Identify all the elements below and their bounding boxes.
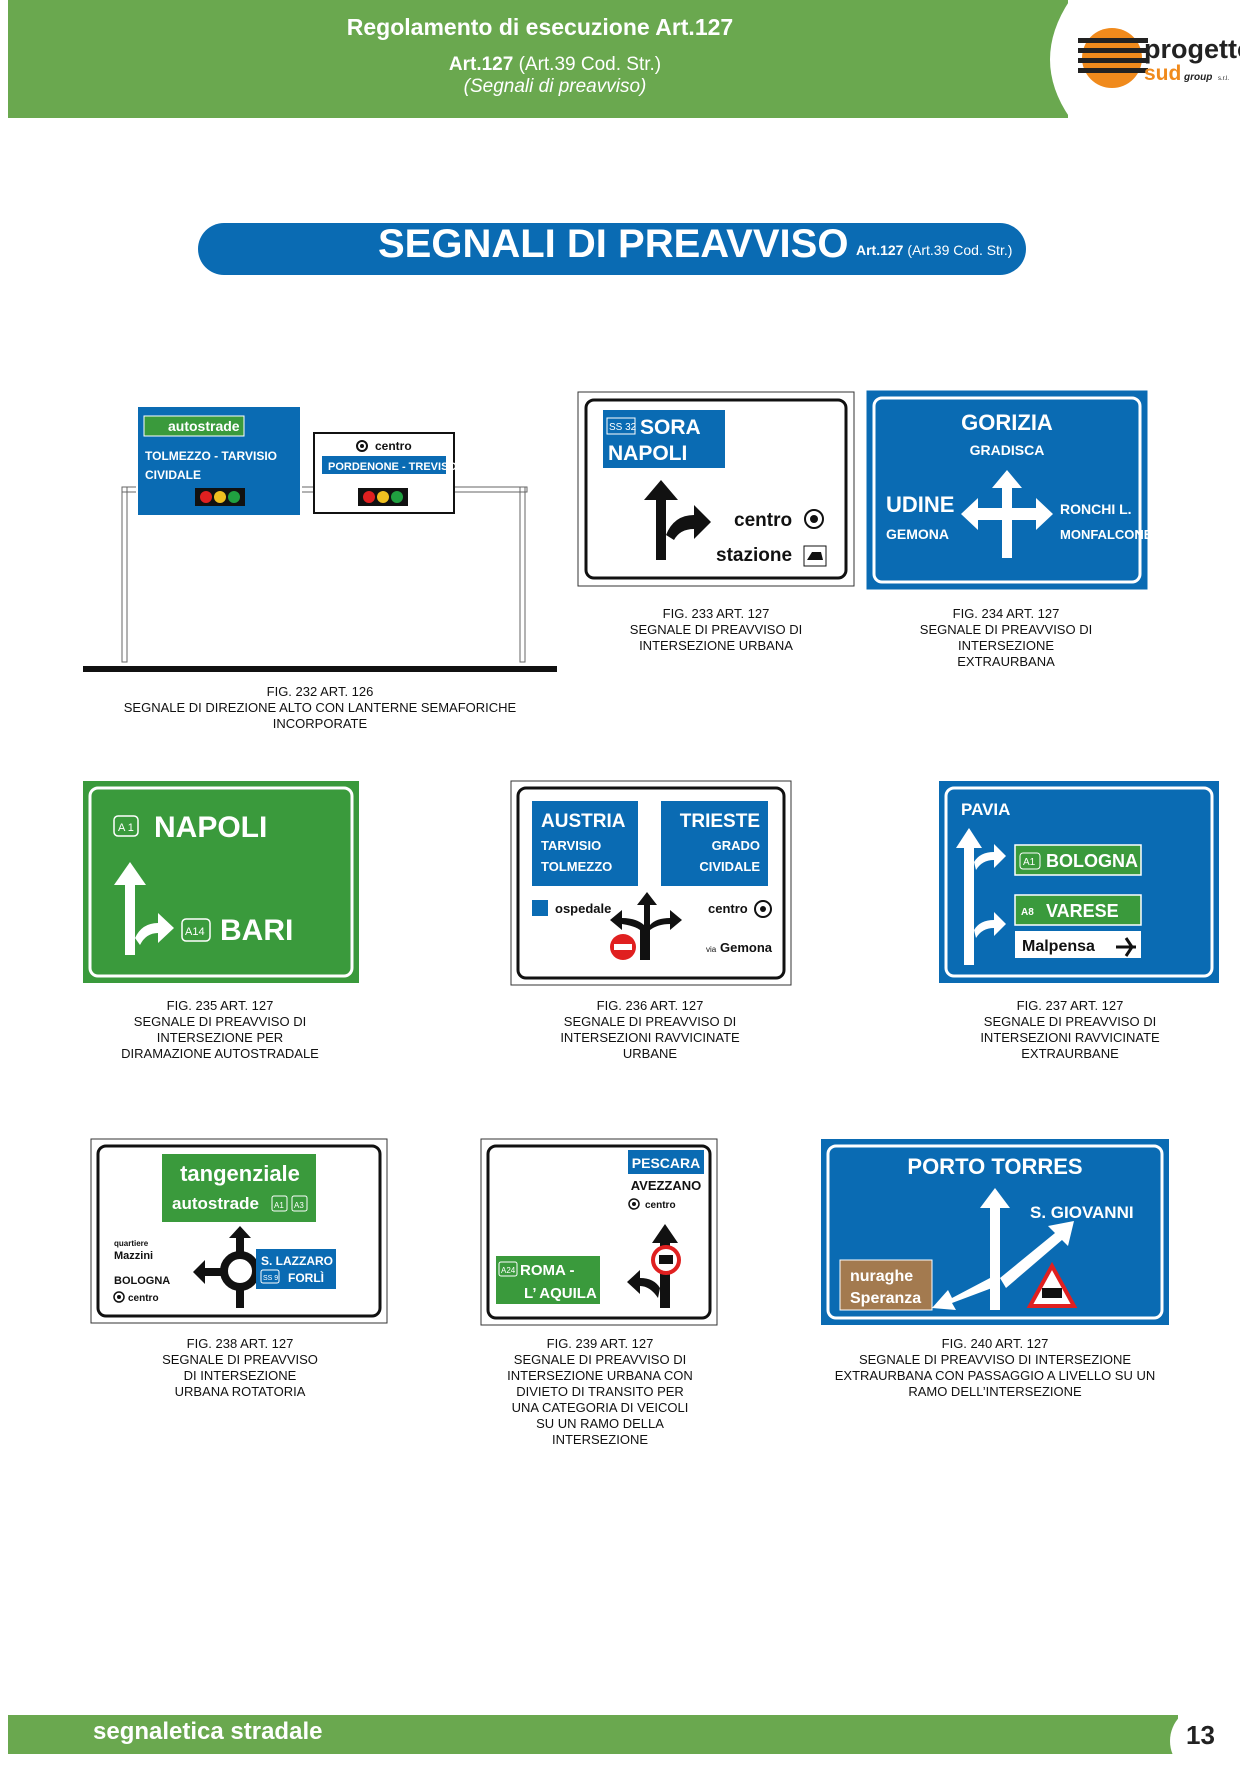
svg-text:TARVISIO: TARVISIO bbox=[541, 838, 601, 853]
fig235-caption: FIG. 235 ART. 127 SEGNALE DI PREAVVISO D… bbox=[121, 998, 319, 1061]
header-subtitle: Art.127 (Art.39 Cod. Str.) bbox=[448, 54, 662, 75]
svg-text:BARI: BARI bbox=[220, 914, 293, 947]
fig235-sign: A 1 NAPOLI A14 BARI bbox=[83, 781, 359, 983]
page-number: 13 bbox=[1186, 1720, 1215, 1750]
section-ref: Art.127 (Art.39 Cod. Str.) bbox=[856, 242, 1013, 258]
svg-text:Speranza: Speranza bbox=[850, 1290, 921, 1307]
level-crossing-icon bbox=[1026, 1261, 1078, 1308]
svg-text:A8: A8 bbox=[1021, 907, 1034, 918]
svg-text:A1: A1 bbox=[1023, 857, 1036, 868]
svg-text:Mazzini: Mazzini bbox=[114, 1250, 153, 1262]
fig237-sign: PAVIA A1 BOLOGNA A8 VARESE Malpensa bbox=[939, 781, 1219, 983]
fig238-caption: FIG. 238 ART. 127 SEGNALE DI PREAVVISO D… bbox=[162, 1336, 318, 1399]
fig232-sign: autostrade TOLMEZZO - TARVISIO CIVIDALE … bbox=[83, 405, 557, 672]
header-bar bbox=[8, 0, 1068, 118]
svg-text:SS 32: SS 32 bbox=[609, 422, 637, 433]
fig234-caption: FIG. 234 ART. 127 SEGNALE DI PREAVVISO D… bbox=[919, 606, 1093, 669]
svg-text:centro: centro bbox=[734, 510, 792, 531]
header-title: Regolamento di esecuzione Art.127 bbox=[346, 14, 734, 40]
company-logo: progetto sud group s.r.l. bbox=[1030, 0, 1240, 118]
svg-text:PAVIA: PAVIA bbox=[961, 800, 1010, 819]
svg-text:S. LAZZARO: S. LAZZARO bbox=[261, 1254, 333, 1268]
svg-text:GRADISCA: GRADISCA bbox=[970, 442, 1045, 458]
fig233-sign: SS 32 SORA NAPOLI centro stazione bbox=[577, 391, 855, 587]
svg-text:TOLMEZZO: TOLMEZZO bbox=[541, 859, 612, 874]
svg-text:L’ AQUILA: L’ AQUILA bbox=[524, 1285, 597, 1302]
logo-sub: sud bbox=[1144, 62, 1181, 85]
fig233-caption: FIG. 233 ART. 127 SEGNALE DI PREAVVISO D… bbox=[629, 606, 803, 653]
svg-text:RONCHI L.: RONCHI L. bbox=[1060, 501, 1132, 517]
svg-text:PORDENONE - TREVISO: PORDENONE - TREVISO bbox=[328, 461, 457, 473]
svg-text:A3: A3 bbox=[294, 1201, 304, 1210]
svg-text:s.r.l.: s.r.l. bbox=[1218, 76, 1229, 82]
fig234-sign: GORIZIA GRADISCA UDINE GEMONA RONCHI L. … bbox=[866, 390, 1148, 590]
section-title: SEGNALI DI PREAVVISO bbox=[378, 222, 849, 266]
svg-text:TOLMEZZO - TARVISIO: TOLMEZZO - TARVISIO bbox=[145, 449, 277, 463]
fig237-caption: FIG. 237 ART. 127 SEGNALE DI PREAVVISO D… bbox=[980, 998, 1160, 1061]
svg-text:A14: A14 bbox=[185, 926, 205, 938]
svg-text:CIVIDALE: CIVIDALE bbox=[699, 859, 760, 874]
fig236-caption: FIG. 236 ART. 127 SEGNALE DI PREAVVISO D… bbox=[560, 998, 740, 1061]
svg-text:NAPOLI: NAPOLI bbox=[608, 442, 687, 465]
svg-text:GORIZIA: GORIZIA bbox=[961, 410, 1053, 435]
header-subtitle-italic: (Segnali di preavviso) bbox=[463, 76, 647, 97]
svg-text:ROMA -: ROMA - bbox=[520, 1262, 574, 1279]
svg-text:A 1: A 1 bbox=[118, 822, 134, 834]
fig239-caption: FIG. 239 ART. 127 SEGNALE DI PREAVVISO D… bbox=[507, 1336, 693, 1447]
logo-name: progetto bbox=[1144, 34, 1240, 64]
svg-text:stazione: stazione bbox=[716, 545, 792, 566]
svg-text:autostrade: autostrade bbox=[172, 1194, 259, 1213]
svg-text:CIVIDALE: CIVIDALE bbox=[145, 468, 201, 482]
svg-text:AVEZZANO: AVEZZANO bbox=[631, 1178, 702, 1193]
svg-text:nuraghe: nuraghe bbox=[850, 1268, 913, 1285]
svg-text:ospedale: ospedale bbox=[555, 901, 611, 916]
svg-text:via: via bbox=[706, 945, 717, 954]
svg-text:NAPOLI: NAPOLI bbox=[154, 811, 267, 844]
svg-text:Gemona: Gemona bbox=[720, 940, 773, 955]
svg-text:autostrade: autostrade bbox=[168, 418, 240, 434]
svg-text:centro: centro bbox=[128, 1293, 159, 1304]
svg-text:TRIESTE: TRIESTE bbox=[680, 811, 760, 832]
svg-text:GEMONA: GEMONA bbox=[886, 526, 949, 542]
fig232-caption: FIG. 232 ART. 126 SEGNALE DI DIREZIONE A… bbox=[123, 684, 517, 731]
svg-text:A24: A24 bbox=[501, 1266, 516, 1275]
svg-text:UDINE: UDINE bbox=[886, 492, 954, 517]
svg-text:tangenziale: tangenziale bbox=[180, 1161, 300, 1186]
svg-text:FORLÌ: FORLÌ bbox=[288, 1270, 324, 1285]
fig240-sign: PORTO TORRES S. GIOVANNI nuraghe Speranz… bbox=[821, 1139, 1169, 1325]
svg-text:BOLOGNA: BOLOGNA bbox=[1046, 851, 1138, 871]
logo-globe-icon bbox=[1078, 28, 1148, 88]
svg-text:VARESE: VARESE bbox=[1046, 901, 1119, 921]
svg-text:SORA: SORA bbox=[640, 416, 701, 439]
svg-text:PORTO TORRES: PORTO TORRES bbox=[907, 1154, 1082, 1179]
svg-text:centro: centro bbox=[708, 901, 748, 916]
svg-text:SS 9: SS 9 bbox=[263, 1275, 278, 1282]
fig239-sign: PESCARA AVEZZANO centro A24 ROMA - L’ AQ… bbox=[480, 1138, 718, 1326]
svg-text:centro: centro bbox=[375, 439, 412, 453]
svg-text:centro: centro bbox=[645, 1200, 676, 1211]
svg-text:GRADO: GRADO bbox=[712, 838, 760, 853]
fig236-sign: AUSTRIA TARVISIO TOLMEZZO TRIESTE GRADO … bbox=[510, 780, 792, 986]
svg-text:S. GIOVANNI: S. GIOVANNI bbox=[1030, 1203, 1134, 1222]
svg-text:MONFALCONE: MONFALCONE bbox=[1060, 527, 1148, 542]
svg-text:group: group bbox=[1183, 72, 1212, 83]
footer-text: segnaletica stradale bbox=[93, 1718, 323, 1745]
svg-text:quartiere: quartiere bbox=[114, 1239, 149, 1248]
svg-text:Malpensa: Malpensa bbox=[1022, 938, 1095, 955]
svg-text:AUSTRIA: AUSTRIA bbox=[541, 811, 626, 832]
svg-text:PESCARA: PESCARA bbox=[632, 1155, 700, 1171]
footer-bar bbox=[8, 1715, 1178, 1754]
fig238-sign: tangenziale autostrade A1 A3 quartiere M… bbox=[90, 1138, 388, 1324]
section-banner bbox=[198, 223, 1026, 275]
fig240-caption: FIG. 240 ART. 127 SEGNALE DI PREAVVISO D… bbox=[834, 1336, 1156, 1399]
svg-text:BOLOGNA: BOLOGNA bbox=[114, 1275, 170, 1287]
svg-text:A1: A1 bbox=[274, 1201, 284, 1210]
